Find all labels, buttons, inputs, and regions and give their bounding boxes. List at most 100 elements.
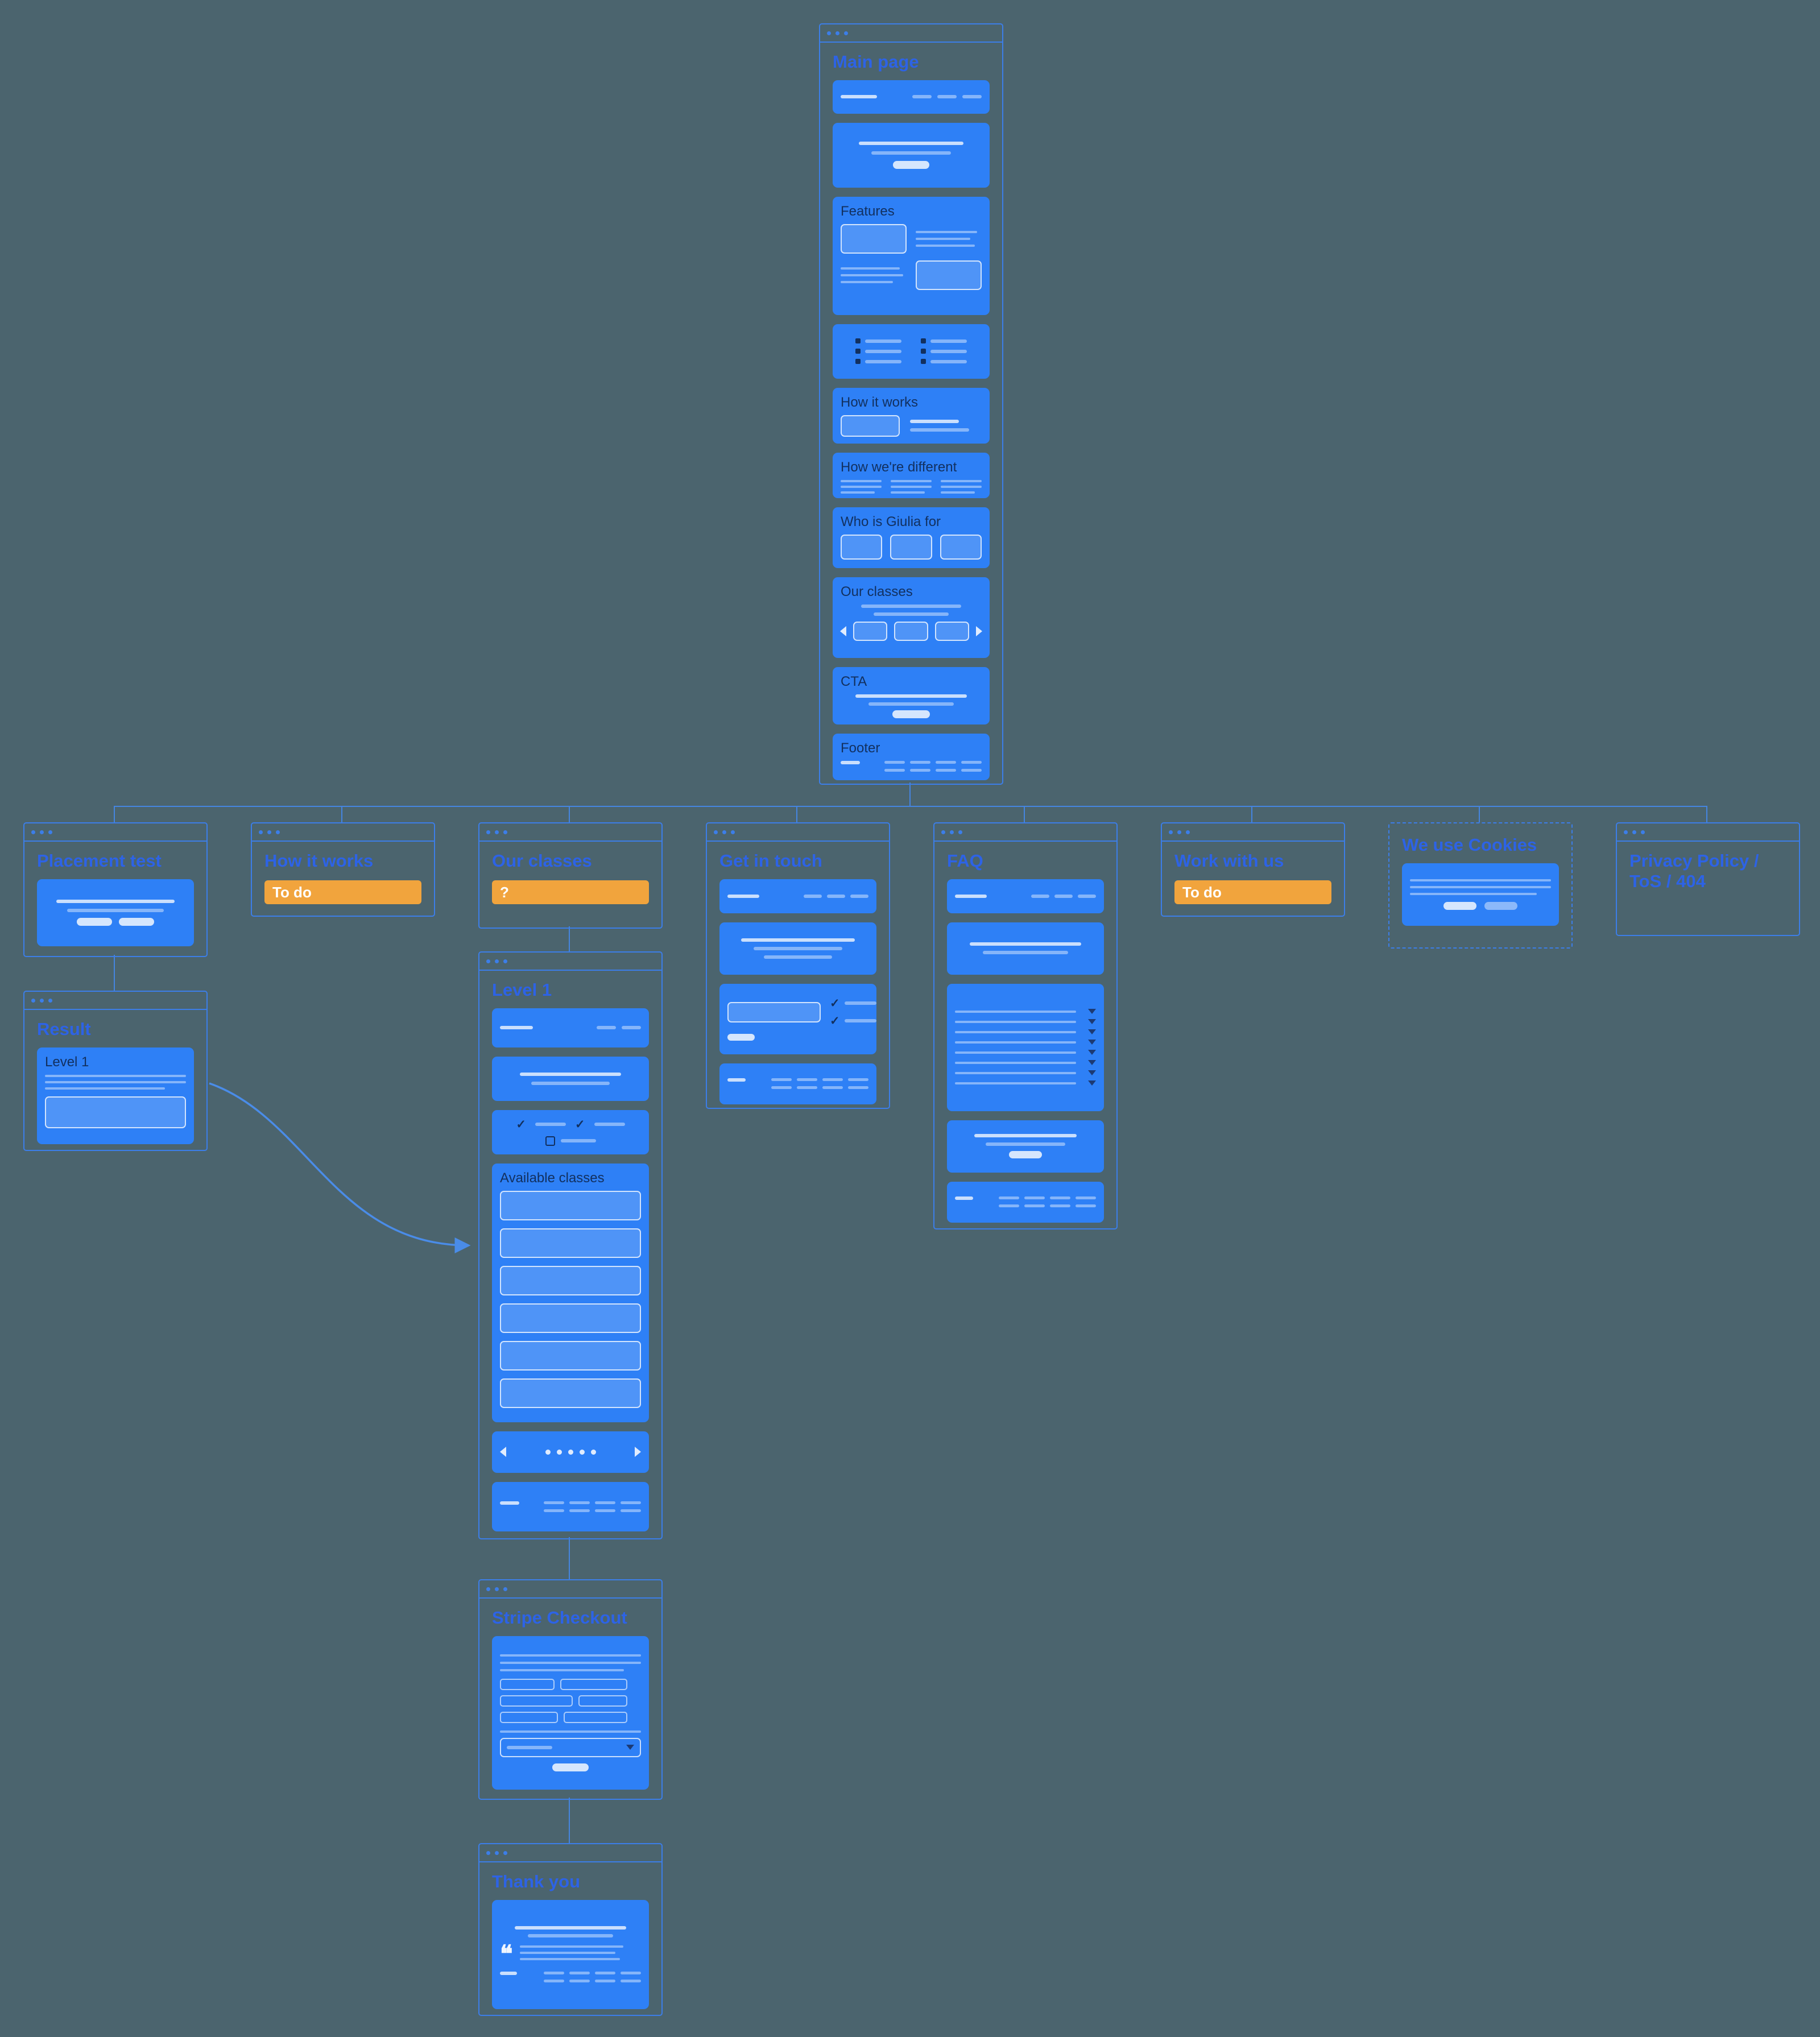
wireframe-row	[841, 760, 982, 772]
wireframe-grid	[841, 223, 982, 290]
wireframe-line	[771, 1078, 792, 1082]
submit-pill[interactable]	[727, 1033, 755, 1041]
accordion-row[interactable]	[955, 1060, 1096, 1066]
node-title: Main page	[833, 52, 919, 72]
info-icon	[545, 1136, 555, 1146]
wireframe-lines	[45, 1074, 186, 1090]
node-result[interactable]: Result Level 1	[23, 991, 208, 1151]
section-header-bar	[833, 80, 990, 114]
wireframe-line	[569, 1509, 590, 1512]
footer-links-grid	[999, 1196, 1096, 1208]
wireframe-line	[797, 1086, 817, 1090]
accordion-row[interactable]	[955, 1080, 1096, 1086]
node-get-in-touch[interactable]: Get in touch	[706, 822, 890, 1109]
arrow-right-icon[interactable]	[635, 1447, 641, 1458]
wireframe-box	[841, 223, 907, 254]
accordion-row[interactable]	[955, 1050, 1096, 1055]
class-slot[interactable]	[500, 1228, 641, 1258]
node-how-it-works[interactable]: How it works To do	[251, 822, 435, 917]
wireframe-line	[930, 339, 967, 343]
section-accordion	[947, 983, 1104, 1111]
node-main-page[interactable]: Main page Features	[819, 23, 1003, 785]
input-box[interactable]	[727, 1001, 821, 1022]
accordion-row[interactable]	[955, 1070, 1096, 1076]
connector-drop-getintouch	[796, 806, 797, 822]
node-our-classes[interactable]: Our classes ?	[478, 822, 663, 929]
caret-down-icon	[1088, 1070, 1096, 1076]
form-field[interactable]	[578, 1695, 627, 1707]
class-slot[interactable]	[500, 1378, 641, 1408]
check-list: ✓ ✓	[830, 997, 876, 1027]
nav-lines	[1031, 894, 1096, 898]
wireframe-row	[500, 1501, 641, 1512]
class-slot[interactable]	[500, 1265, 641, 1295]
wireframe-line	[500, 1971, 517, 1975]
wireframe-line	[910, 420, 959, 424]
class-slot[interactable]	[500, 1340, 641, 1371]
wireframe-lines	[841, 694, 982, 718]
wireframe-line	[999, 1204, 1019, 1208]
wireframe-line	[865, 339, 901, 343]
wireframe-lines	[841, 479, 882, 494]
arrow-right-icon	[976, 626, 982, 636]
wireframe-row	[841, 415, 982, 437]
frame-header	[707, 823, 889, 842]
frame-header	[24, 992, 206, 1010]
accept-pill[interactable]	[1443, 901, 1476, 910]
node-stripe-checkout[interactable]: Stripe Checkout	[478, 1579, 663, 1800]
bullet-icon	[855, 349, 861, 354]
section-label: Level 1	[45, 1054, 89, 1070]
class-slot[interactable]	[500, 1303, 641, 1333]
node-faq[interactable]: FAQ	[933, 822, 1118, 1229]
frame-dot	[40, 830, 44, 834]
decline-pill[interactable]	[1484, 901, 1517, 910]
accordion-row[interactable]	[955, 1019, 1096, 1025]
form-field[interactable]	[560, 1678, 627, 1690]
wireframe-line	[891, 485, 932, 488]
node-title: How it works	[264, 851, 374, 871]
pay-button-pill[interactable]	[552, 1763, 589, 1771]
section-header-bar	[719, 879, 876, 913]
wireframe-lines	[841, 267, 907, 283]
section-features: Features	[833, 196, 990, 315]
wireframe-box	[841, 415, 900, 437]
frame-dot	[259, 830, 263, 834]
node-privacy-tos-404[interactable]: Privacy Policy / ToS / 404	[1616, 822, 1800, 936]
form-field[interactable]	[500, 1711, 558, 1723]
class-slot[interactable]	[500, 1190, 641, 1220]
node-title: Stripe Checkout	[492, 1608, 627, 1628]
wireframe-line	[841, 760, 860, 764]
caret-down-icon	[1088, 1029, 1096, 1035]
wireframe-line	[595, 1979, 615, 1982]
status-badge-todo[interactable]: To do	[1174, 880, 1331, 905]
node-thank-you[interactable]: Thank you ❝	[478, 1843, 663, 2016]
accordion-row[interactable]	[955, 1009, 1096, 1015]
carousel-card	[853, 621, 887, 641]
section-label: How it works	[841, 394, 919, 410]
form-field[interactable]	[500, 1695, 573, 1707]
dropdown-select[interactable]	[500, 1737, 641, 1757]
connector-drop-howworks	[341, 806, 342, 822]
wireframe-row: ✓ ✓	[727, 997, 876, 1027]
wireframe-line	[871, 151, 951, 155]
form-field[interactable]	[500, 1678, 555, 1690]
node-placement-test[interactable]: Placement test	[23, 822, 208, 957]
frame-header	[820, 24, 1002, 43]
arrow-left-icon[interactable]	[500, 1447, 506, 1458]
status-badge-todo[interactable]: To do	[264, 880, 421, 905]
form-field[interactable]	[564, 1711, 627, 1723]
section-benefits	[833, 324, 990, 379]
accordion-row[interactable]	[955, 1040, 1096, 1045]
node-level1[interactable]: Level 1 ✓ ✓	[478, 951, 663, 1539]
section-label: How we're different	[841, 459, 957, 475]
wireframe-line	[955, 1082, 1077, 1084]
accordion-row[interactable]	[955, 1029, 1096, 1035]
wireframe-line	[741, 938, 855, 942]
wireframe-line	[544, 1509, 564, 1512]
node-work-with-us[interactable]: Work with us To do	[1161, 822, 1345, 917]
frame-dot	[1169, 830, 1173, 834]
frame-dot	[486, 959, 490, 963]
node-cookies[interactable]: We use Cookies	[1388, 822, 1573, 949]
status-badge-question[interactable]: ?	[492, 880, 649, 905]
wireframe-line	[519, 1952, 615, 1955]
